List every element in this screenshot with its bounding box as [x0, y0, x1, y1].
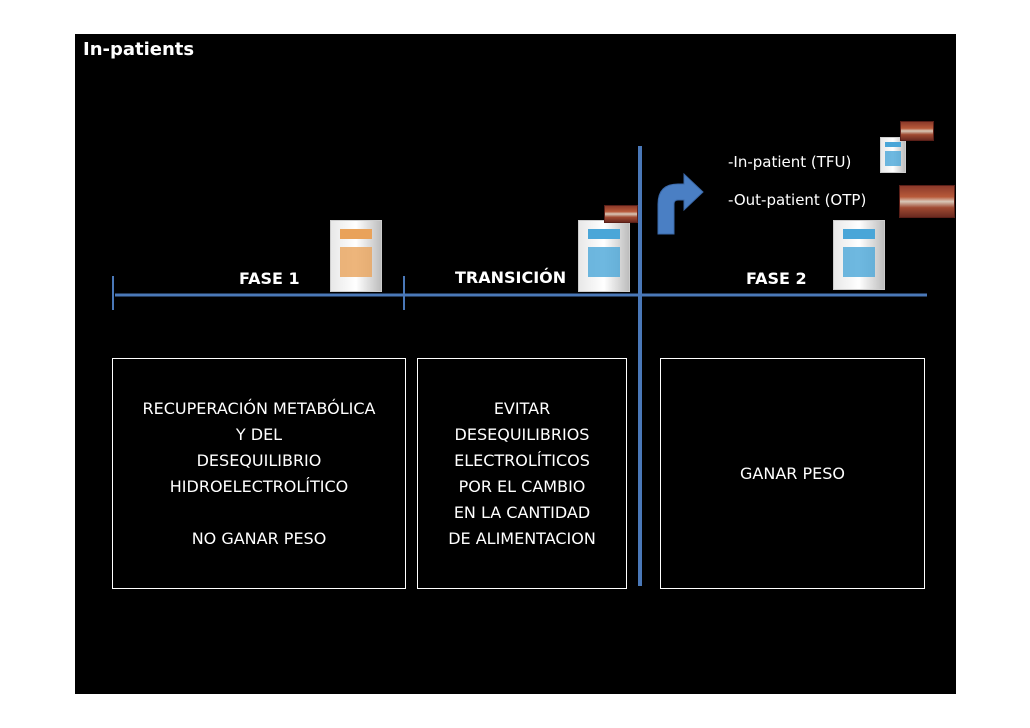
- blue-milk-package-icon: [578, 220, 630, 292]
- fase2-description-box: GANAR PESO: [660, 358, 925, 589]
- fase2-text-line: GANAR PESO: [740, 463, 845, 483]
- transicion-text-line: EN LA CANTIDAD: [453, 502, 591, 522]
- transicion-text-line: DESEQUILIBRIOS: [454, 424, 590, 444]
- transicion-text-line: POR EL CAMBIO: [458, 476, 586, 496]
- fase1-description-box: RECUPERACIÓN METABÓLICA Y DEL DESEQUILIB…: [112, 358, 406, 589]
- transicion-text-line: EVITAR: [493, 398, 551, 418]
- blue-milk-package-icon: [833, 220, 885, 290]
- transicion-description-box: EVITAR DESEQUILIBRIOS ELECTROLÍTICOS POR…: [417, 358, 627, 589]
- phase-label-fase1: FASE 1: [239, 269, 300, 288]
- blue-milk-package-icon: [880, 137, 906, 173]
- slide-title: In-patients: [83, 39, 195, 60]
- slide: In-patients FASE 1 TRANSICIÓN FASE 2 -In…: [75, 34, 956, 694]
- transicion-text-line: DE ALIMENTACION: [448, 528, 596, 548]
- rutf-sachet-icon: [604, 205, 638, 223]
- transicion-text-line: ELECTROLÍTICOS: [454, 450, 590, 470]
- fase1-text-line: NO GANAR PESO: [191, 528, 327, 548]
- curved-arrow-icon: [657, 172, 704, 235]
- fase1-text-line: DESEQUILIBRIO: [196, 450, 322, 470]
- fase1-text-line: RECUPERACIÓN METABÓLICA: [142, 398, 376, 418]
- legend-inpatient: -In-patient (TFU): [728, 153, 852, 171]
- orange-milk-package-icon: [330, 220, 382, 292]
- fase1-text-line: Y DEL: [235, 424, 283, 444]
- phase-label-transicion: TRANSICIÓN: [455, 268, 567, 287]
- rutf-sachet-icon: [899, 185, 955, 218]
- timeline-diagram: [112, 146, 927, 586]
- rutf-sachet-icon: [900, 121, 934, 141]
- legend-outpatient: -Out-patient (OTP): [728, 191, 867, 209]
- phase-label-fase2: FASE 2: [746, 269, 807, 288]
- fase1-text-line: HIDROELECTROLÍTICO: [169, 476, 349, 496]
